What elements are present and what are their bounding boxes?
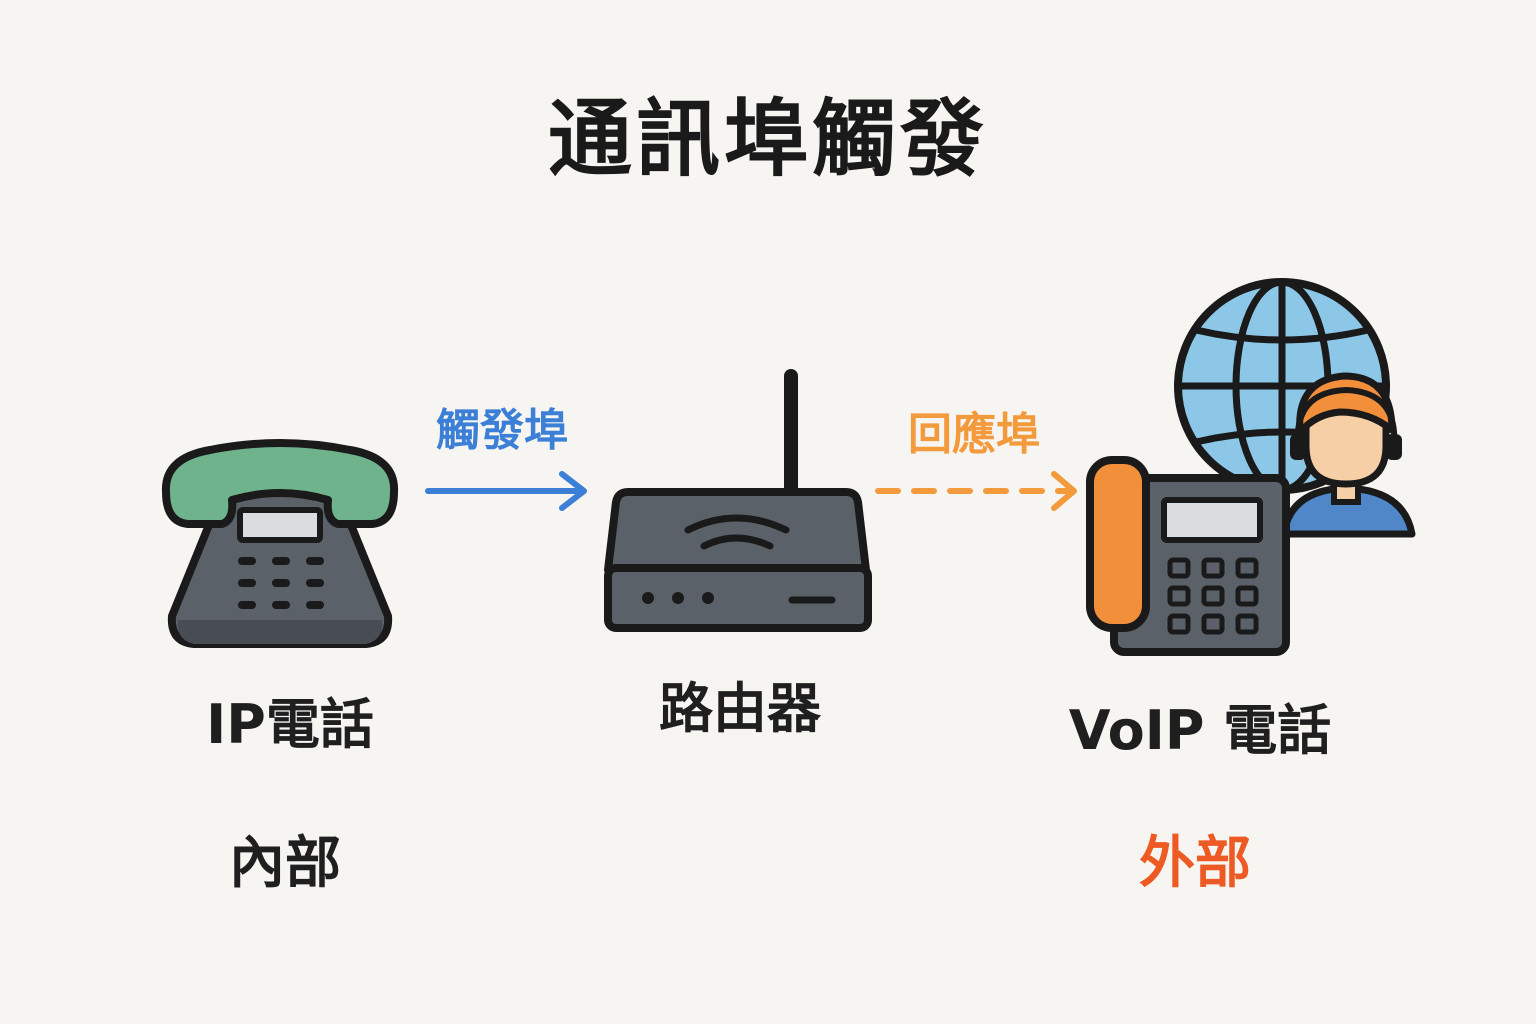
router-icon (604, 369, 872, 632)
voip-phone-icon (1086, 456, 1290, 656)
ip-phone-label: IP電話 (206, 693, 374, 756)
trigger-port-label: 觸發埠 (436, 405, 568, 456)
trigger-arrow (425, 471, 587, 511)
person-headset-icon (1280, 372, 1416, 538)
desk-phone-icon (161, 439, 399, 648)
response-port-label: 回應埠 (908, 409, 1040, 460)
diagram-title: 通訊埠觸發 (547, 90, 988, 188)
router-label: 路由器 (659, 677, 821, 740)
external-label: 外部 (1139, 831, 1251, 896)
response-arrow (875, 471, 1077, 511)
internal-label: 內部 (229, 831, 341, 896)
voip-phone-label: VoIP 電話 (1068, 699, 1332, 762)
